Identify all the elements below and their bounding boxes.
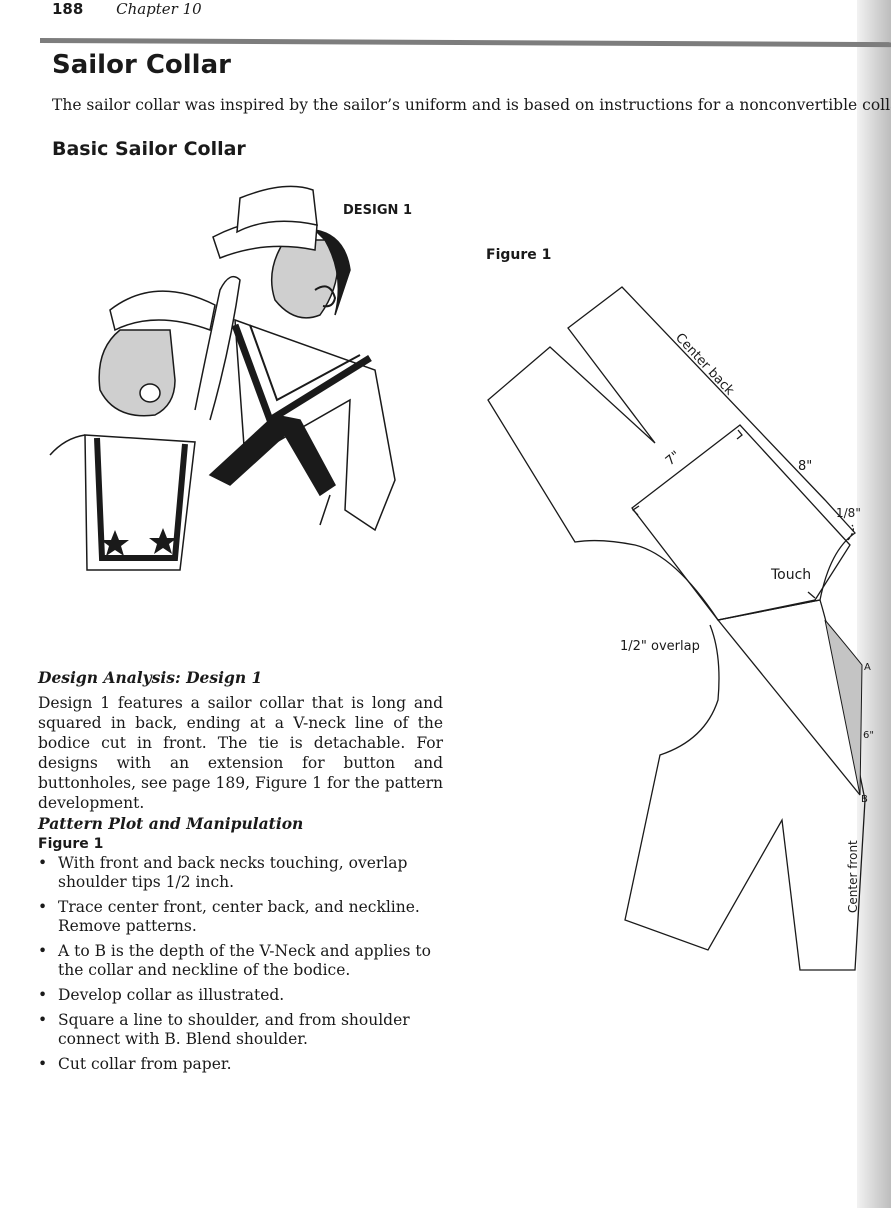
- page-number: 188: [52, 0, 84, 18]
- list-item: Develop collar as illustrated.: [38, 986, 443, 1005]
- plot-figure-label: Figure 1: [38, 836, 104, 852]
- front-bodice-outline: [624, 599, 866, 971]
- label-center-front: Center front: [846, 840, 860, 913]
- chapter-label: Chapter 10: [116, 0, 202, 18]
- label-touch: Touch: [770, 567, 811, 583]
- collar-outline: [631, 424, 851, 621]
- label-center-back: Center back: [672, 330, 737, 398]
- sailor-fashion-illustration: [49, 185, 396, 571]
- list-item: Cut collar from paper.: [38, 1055, 443, 1074]
- list-item: Square a line to shoulder, and from shou…: [38, 1011, 443, 1049]
- list-item: Trace center front, center back, and nec…: [38, 898, 443, 936]
- page-title: Sailor Collar: [52, 50, 231, 80]
- header-rule: [39, 38, 891, 48]
- design-label: DESIGN 1: [343, 203, 412, 218]
- label-point-a: A: [864, 662, 871, 673]
- collar-pattern-diagram: Center back 7" 8" 1/8" Touch 1/2" overla…: [487, 286, 874, 971]
- running-header: 188 Chapter 10: [52, 0, 202, 18]
- analysis-paragraph: Design 1 features a sailor collar that i…: [38, 694, 443, 812]
- label-one-eighth: 1/8": [836, 506, 861, 520]
- analysis-heading: Design Analysis: Design 1: [38, 668, 263, 687]
- intro-paragraph: The sailor collar was inspired by the sa…: [52, 96, 891, 114]
- list-item: A to B is the depth of the V-Neck and ap…: [38, 942, 443, 980]
- back-bodice-outline: [487, 286, 856, 621]
- label-eight-inch: 8": [798, 459, 812, 474]
- label-overlap: 1/2" overlap: [620, 639, 700, 654]
- figure-label: Figure 1: [486, 247, 552, 263]
- instruction-list: With front and back necks touching, over…: [38, 854, 443, 1080]
- label-point-b: B: [861, 794, 868, 805]
- page-edge-shadow: [857, 0, 891, 1208]
- section-subtitle: Basic Sailor Collar: [52, 138, 246, 160]
- v-neck-shaded-area: [824, 619, 863, 796]
- plot-heading: Pattern Plot and Manipulation: [38, 814, 304, 833]
- label-six-inch: 6": [863, 730, 874, 741]
- label-seven-inch: 7": [663, 448, 684, 469]
- list-item: With front and back necks touching, over…: [38, 854, 443, 892]
